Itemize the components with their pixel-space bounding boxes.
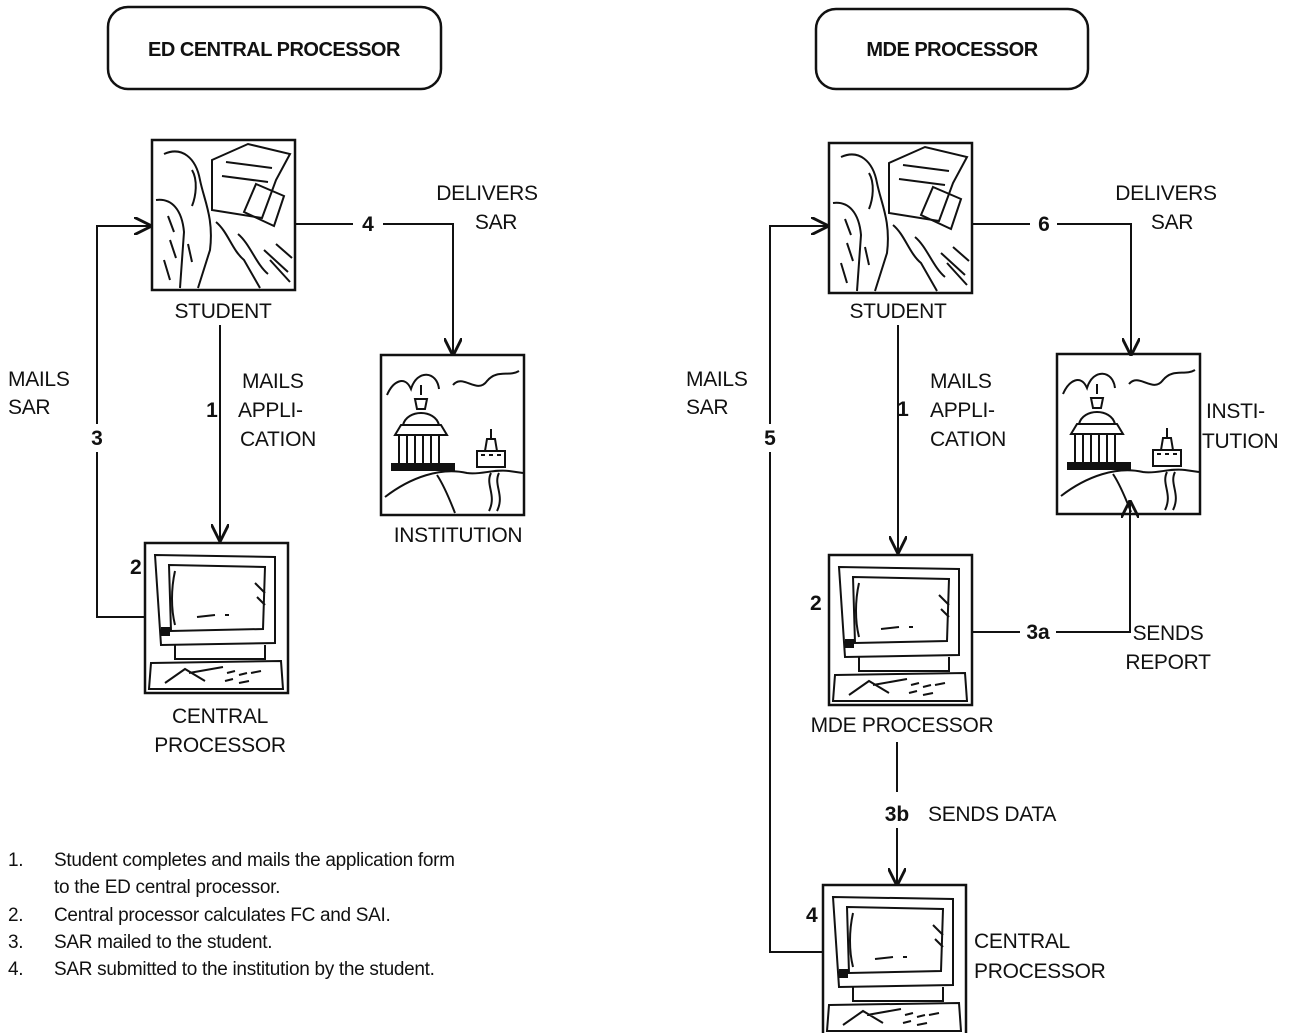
left-title: ED CENTRAL PROCESSOR xyxy=(148,39,401,61)
left-diagram: ED CENTRAL PROCESSOR STUDENT INSTITUTION… xyxy=(8,7,538,980)
right-student-label: STUDENT xyxy=(849,300,947,323)
left-arrow-step4-b xyxy=(383,224,453,354)
left-institution-label: INSTITUTION xyxy=(394,524,523,547)
right-step3a-num: 3a xyxy=(1026,621,1050,644)
right-mde-label: MDE PROCESSOR xyxy=(811,714,994,737)
note-1-num: 1. xyxy=(8,850,23,871)
right-institution-label-1: INSTI- xyxy=(1206,400,1265,423)
right-step3b-num: 3b xyxy=(885,803,910,826)
right-mde-computer-icon xyxy=(829,555,972,705)
right-institution-label-2: TUTION xyxy=(1202,430,1278,453)
right-step6-num: 6 xyxy=(1038,213,1050,236)
note-1-text: Student completes and mails the applicat… xyxy=(54,850,455,871)
left-computer-icon xyxy=(145,543,288,693)
left-step1-text-2: APPLI- xyxy=(238,399,303,422)
left-processor-label-1: CENTRAL xyxy=(172,705,268,728)
right-arrow-step6-b xyxy=(1057,224,1131,354)
note-3-text: SAR mailed to the student. xyxy=(54,932,272,953)
left-step4-num: 4 xyxy=(362,213,374,236)
left-step1-text-1: MAILS xyxy=(242,370,304,393)
left-step3-num: 3 xyxy=(91,427,103,450)
left-notes: 1. Student completes and mails the appli… xyxy=(8,850,455,980)
right-arrow-step5 xyxy=(770,226,827,952)
right-step1-num: 1 xyxy=(897,398,909,421)
right-step5-text-1: MAILS xyxy=(686,368,748,391)
right-step3a-text-2: REPORT xyxy=(1125,651,1211,674)
right-step5-num: 5 xyxy=(764,427,776,450)
left-step3-text-2: SAR xyxy=(8,396,50,419)
left-step3-text-1: MAILS xyxy=(8,368,70,391)
right-title: MDE PROCESSOR xyxy=(866,39,1038,61)
left-student-label: STUDENT xyxy=(174,300,272,323)
right-central-num: 4 xyxy=(806,904,818,927)
note-4-text: SAR submitted to the institution by the … xyxy=(54,959,435,980)
left-student-icon xyxy=(152,140,295,290)
right-central-computer-icon xyxy=(823,885,966,1033)
right-step1-text-1: MAILS xyxy=(930,370,992,393)
left-step4-text-2: SAR xyxy=(475,211,517,234)
left-step4-text-1: DELIVERS xyxy=(436,182,538,205)
right-institution-icon xyxy=(1057,354,1200,514)
right-diagram: MDE PROCESSOR STUDENT INSTI- TUTION 2 MD… xyxy=(686,9,1278,1033)
left-institution-icon xyxy=(381,355,524,515)
right-step5-text-2: SAR xyxy=(686,396,728,419)
left-processor-num: 2 xyxy=(130,556,142,579)
right-step3a-text-1: SENDS xyxy=(1133,622,1204,645)
note-2-text: Central processor calculates FC and SAI. xyxy=(54,905,391,926)
right-central-label-2: PROCESSOR xyxy=(974,960,1106,983)
note-1-text-cont: to the ED central processor. xyxy=(54,877,280,898)
left-arrow-step3 xyxy=(97,226,150,617)
right-step6-text-2: SAR xyxy=(1151,211,1193,234)
left-step1-text-3: CATION xyxy=(240,428,316,451)
left-processor-label-2: PROCESSOR xyxy=(154,734,286,757)
right-arrow-step3a-b xyxy=(1056,502,1130,632)
left-step1-num: 1 xyxy=(206,399,218,422)
right-mde-num: 2 xyxy=(810,592,822,615)
right-student-icon xyxy=(829,143,972,293)
right-step1-text-2: APPLI- xyxy=(930,399,995,422)
right-step6-text-1: DELIVERS xyxy=(1115,182,1217,205)
right-step1-text-3: CATION xyxy=(930,428,1006,451)
note-4-num: 4. xyxy=(8,959,23,980)
right-step3b-text: SENDS DATA xyxy=(928,803,1056,826)
right-central-label-1: CENTRAL xyxy=(974,930,1070,953)
note-2-num: 2. xyxy=(8,905,23,926)
note-3-num: 3. xyxy=(8,932,23,953)
